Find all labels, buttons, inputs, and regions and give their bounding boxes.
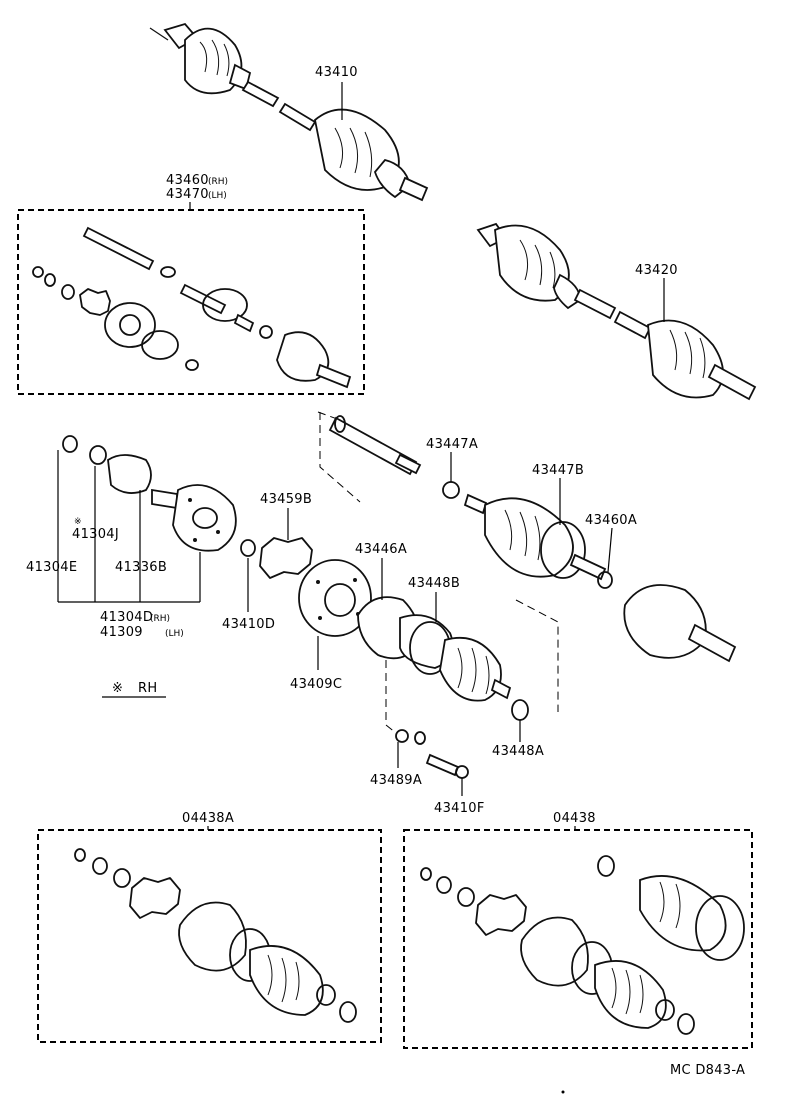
label-43448B: 43448B (408, 576, 460, 591)
drive-shaft-43410 (149, 22, 429, 202)
label-04438A: 04438A (182, 811, 234, 826)
label-43410: 43410 (315, 65, 358, 80)
label-43470: 43470 (166, 187, 209, 202)
label-43409C: 43409C (290, 677, 342, 692)
washer-43489A (395, 729, 409, 743)
clip-43460A (597, 571, 613, 589)
label-43410D: 43410D (222, 617, 275, 632)
drive-shaft-43420 (476, 222, 757, 401)
label-41304D-suffix: (RH) (150, 614, 170, 624)
mark-41304J: ※ (74, 517, 82, 527)
kit-box-04438A (37, 829, 382, 1043)
label-43459B: 43459B (260, 492, 312, 507)
boot-43447B (463, 493, 607, 581)
label-41304J: 41304J (72, 527, 119, 542)
gasket-43459B (259, 537, 313, 579)
boot-kit-04438A (74, 848, 357, 1023)
ring-41304E (62, 435, 78, 453)
clip-43447A (442, 481, 460, 499)
label-43460-suffix: (RH) (208, 177, 228, 187)
clamp-43448A (511, 699, 529, 721)
label-41336B: 41336B (115, 560, 167, 575)
legend-mark: ※ (112, 681, 123, 696)
label-43446A: 43446A (355, 542, 407, 557)
inner-shaft (328, 415, 422, 476)
ring-41304J (89, 445, 107, 465)
joint-41304D (151, 484, 237, 552)
boot-assembly-43446A (357, 596, 512, 702)
joint-43409C (298, 559, 372, 637)
label-41304D: 41304D (100, 610, 153, 625)
label-04438: 04438 (553, 811, 596, 826)
label-41309: 41309 (100, 625, 143, 640)
label-43447B: 43447B (532, 463, 584, 478)
exploded-shaft-43460 (32, 226, 352, 389)
label-43460: 43460 (166, 173, 209, 188)
boot-41336B (107, 454, 152, 494)
label-43447A: 43447A (426, 437, 478, 452)
outer-joint (623, 584, 737, 663)
assembly-box-43460 (17, 209, 365, 395)
bolt-43410F (425, 753, 460, 777)
label-43448A: 43448A (492, 744, 544, 759)
kit-box-04438 (403, 829, 753, 1049)
label-43460A: 43460A (585, 513, 637, 528)
footer-code: MC D843-A (670, 1063, 745, 1078)
legend-text: RH (138, 681, 157, 696)
label-43410F: 43410F (434, 801, 485, 816)
label-41309-suffix: (LH) (165, 629, 184, 639)
label-43489A: 43489A (370, 773, 422, 788)
label-43420: 43420 (635, 263, 678, 278)
boot-kit-04438 (420, 855, 745, 1035)
label-41304E: 41304E (26, 560, 77, 575)
ring-43410D (240, 539, 256, 557)
label-43470-suffix: (LH) (208, 191, 227, 201)
